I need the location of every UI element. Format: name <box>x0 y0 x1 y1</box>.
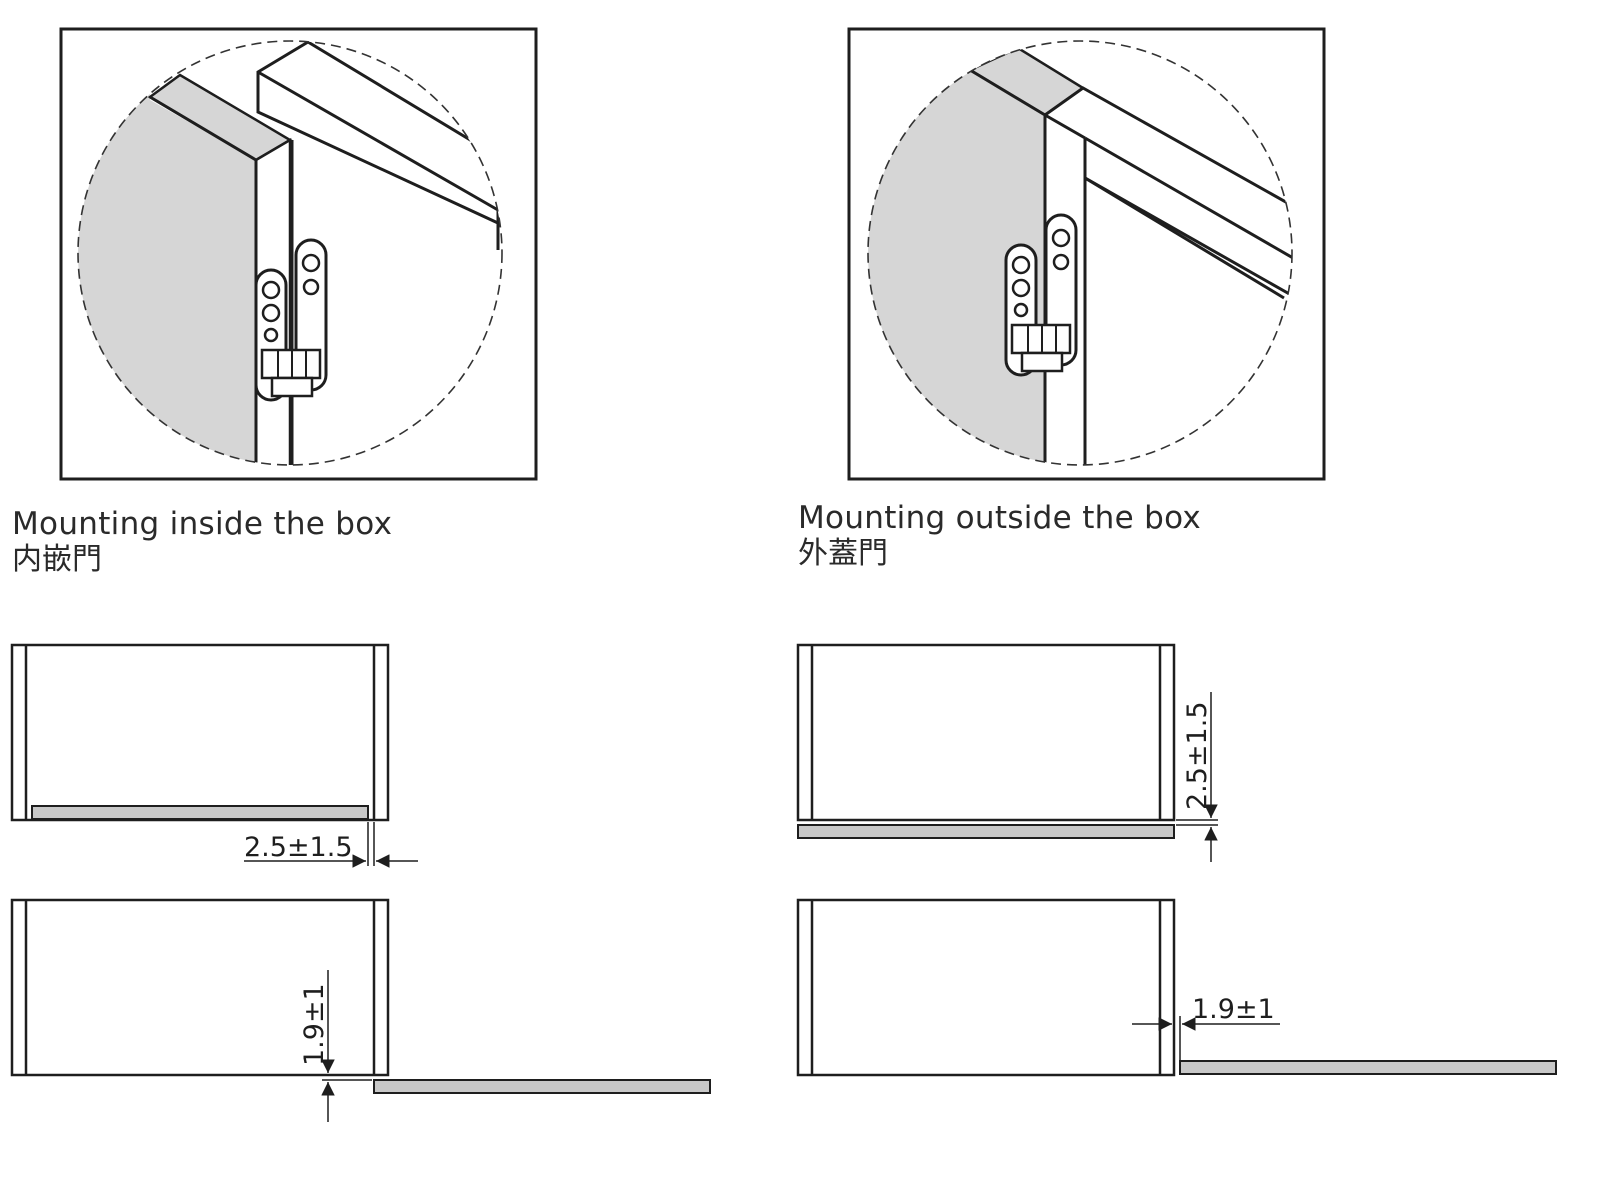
outside-caption: Mounting outside the box 外蓋門 <box>798 500 1201 572</box>
inside-caption-zh: 内嵌門 <box>12 542 102 577</box>
dim-label-side-gap: 1.9±1 <box>1192 994 1275 1025</box>
outside-front-gap-drawing: 2.5±1.5 <box>796 643 1218 862</box>
outside-caption-en: Mounting outside the box <box>798 500 1202 536</box>
door-panel <box>797 824 1175 839</box>
door-panel <box>373 1079 711 1094</box>
inside-side-gap-drawing: 1.9±1 <box>10 898 711 1122</box>
door-panel <box>31 805 369 820</box>
outside-side-gap-drawing: 1.9±1 <box>796 898 1557 1077</box>
dim-label-side-gap: 1.9±1 <box>299 983 330 1066</box>
outside-caption-zh: 外蓋門 <box>798 536 888 571</box>
dim-label-front-gap: 2.5±1.5 <box>1182 701 1213 810</box>
inside-caption-en: Mounting inside the box <box>12 506 393 542</box>
door-panel <box>1179 1060 1557 1075</box>
inside-mounting-illustration <box>59 27 538 481</box>
inside-front-gap-drawing: 2.5±1.5 <box>10 643 418 868</box>
dim-label-front-gap: 2.5±1.5 <box>244 832 353 863</box>
outside-mounting-illustration <box>847 27 1326 481</box>
inside-caption: Mounting inside the box 内嵌門 <box>12 506 392 578</box>
